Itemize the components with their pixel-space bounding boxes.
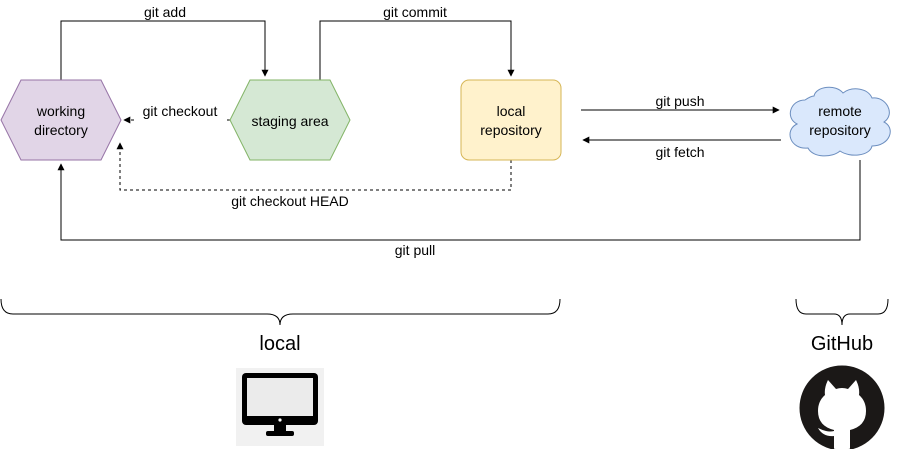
- edge-git-push: git push: [581, 93, 780, 114]
- node-label-local: local: [497, 103, 526, 119]
- cloud-shape: [789, 86, 891, 157]
- node-label-directory: directory: [34, 122, 88, 138]
- edge-git-fetch: git fetch: [582, 136, 781, 160]
- edge-git-add: git add: [60, 4, 269, 80]
- group-label-local: local: [259, 333, 300, 355]
- edge-label-git-push: git push: [655, 93, 704, 109]
- edge-label-git-pull: git pull: [395, 242, 435, 258]
- edge-label-git-checkout: git checkout: [143, 103, 218, 119]
- edge-git-commit: git commit: [319, 4, 515, 80]
- edge-label-git-add: git add: [144, 4, 186, 20]
- node-label-remote-repository: repository: [809, 122, 870, 138]
- github-logo-icon: [799, 365, 885, 449]
- edge-git-checkout: git checkout: [123, 103, 230, 124]
- node-label-staging-area: staging area: [251, 113, 328, 129]
- node-remote-repository: remote repository: [789, 86, 891, 157]
- node-local-repository: local repository: [460, 79, 562, 161]
- computer-monitor-icon: [236, 368, 324, 446]
- node-staging-area: staging area: [229, 79, 351, 161]
- edge-label-git-fetch: git fetch: [655, 144, 704, 160]
- edge-git-pull: git pull: [57, 160, 861, 258]
- edge-label-git-commit: git commit: [383, 4, 447, 20]
- node-label-working: working: [36, 103, 85, 119]
- local-brace: local: [0, 298, 561, 355]
- node-label-repository: repository: [480, 122, 541, 138]
- node-label-remote: remote: [818, 103, 862, 119]
- edge-git-checkout-head: git checkout HEAD: [116, 142, 512, 209]
- node-working-directory: working directory: [0, 79, 122, 161]
- github-brace: GitHub: [795, 298, 889, 355]
- group-label-github: GitHub: [811, 333, 873, 355]
- edge-label-git-checkout-head: git checkout HEAD: [231, 193, 349, 209]
